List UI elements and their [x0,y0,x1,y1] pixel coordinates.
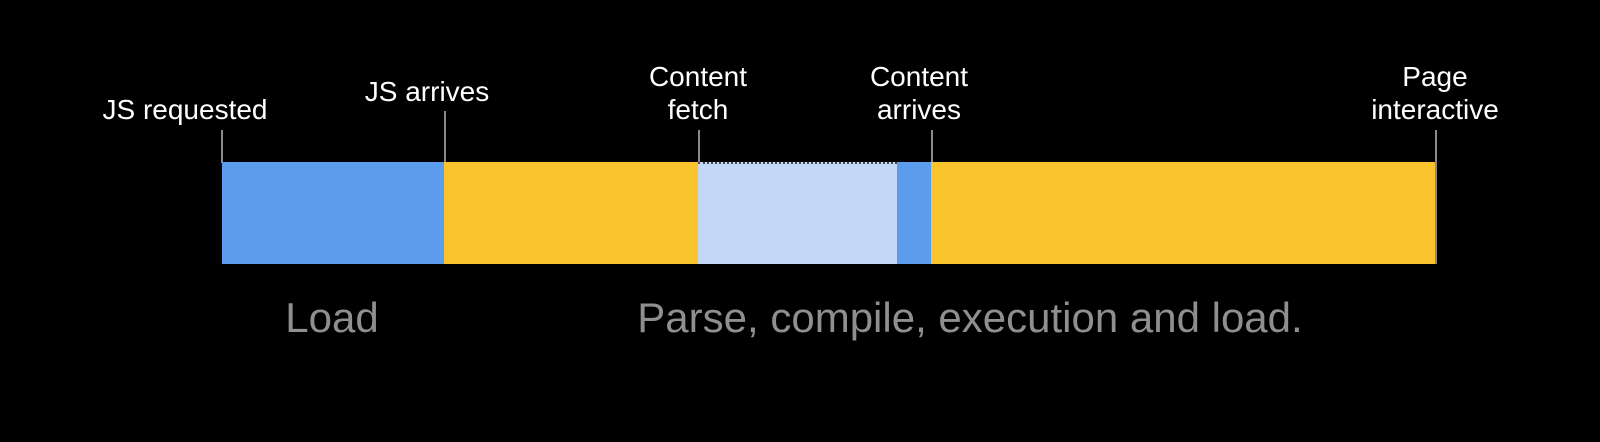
milestone-label-js-requested: JS requested [35,93,335,126]
milestone-label-line: JS arrives [364,76,490,107]
milestone-label-line: Content [869,61,969,92]
timeline-segment-js-download [222,162,444,264]
milestone-label-content-arrives: Content arrives [769,60,1069,126]
milestone-tick-content-arrives [931,130,933,163]
milestone-tick-content-fetch [698,130,700,163]
milestone-label-line: Content [648,61,748,92]
milestone-tick-js-arrives [444,111,446,163]
milestone-tick-js-requested [221,130,223,163]
milestone-label-js-arrives: JS arrives [277,75,577,108]
timeline-segment-parse-compile-2 [931,162,1435,264]
timeline-segment-content-receive [897,162,931,264]
milestone-label-page-interactive: Page interactive [1285,60,1585,126]
milestone-tick-page-interactive [1435,130,1437,264]
phase-caption-load: Load [285,294,379,341]
milestone-label-line: fetch [667,94,729,125]
milestone-label-content-fetch: Content fetch [548,60,848,126]
timeline-segment-content-fetching [698,162,897,264]
milestone-label-line: arrives [876,94,961,125]
milestone-label-line: JS requested [102,94,268,125]
milestone-label-line: interactive [1371,94,1499,125]
phase-caption-parse: Parse, compile, execution and load. [637,294,1303,341]
milestone-label-line: Page [1402,61,1468,92]
timeline-segment-parse-compile-1 [444,162,698,264]
